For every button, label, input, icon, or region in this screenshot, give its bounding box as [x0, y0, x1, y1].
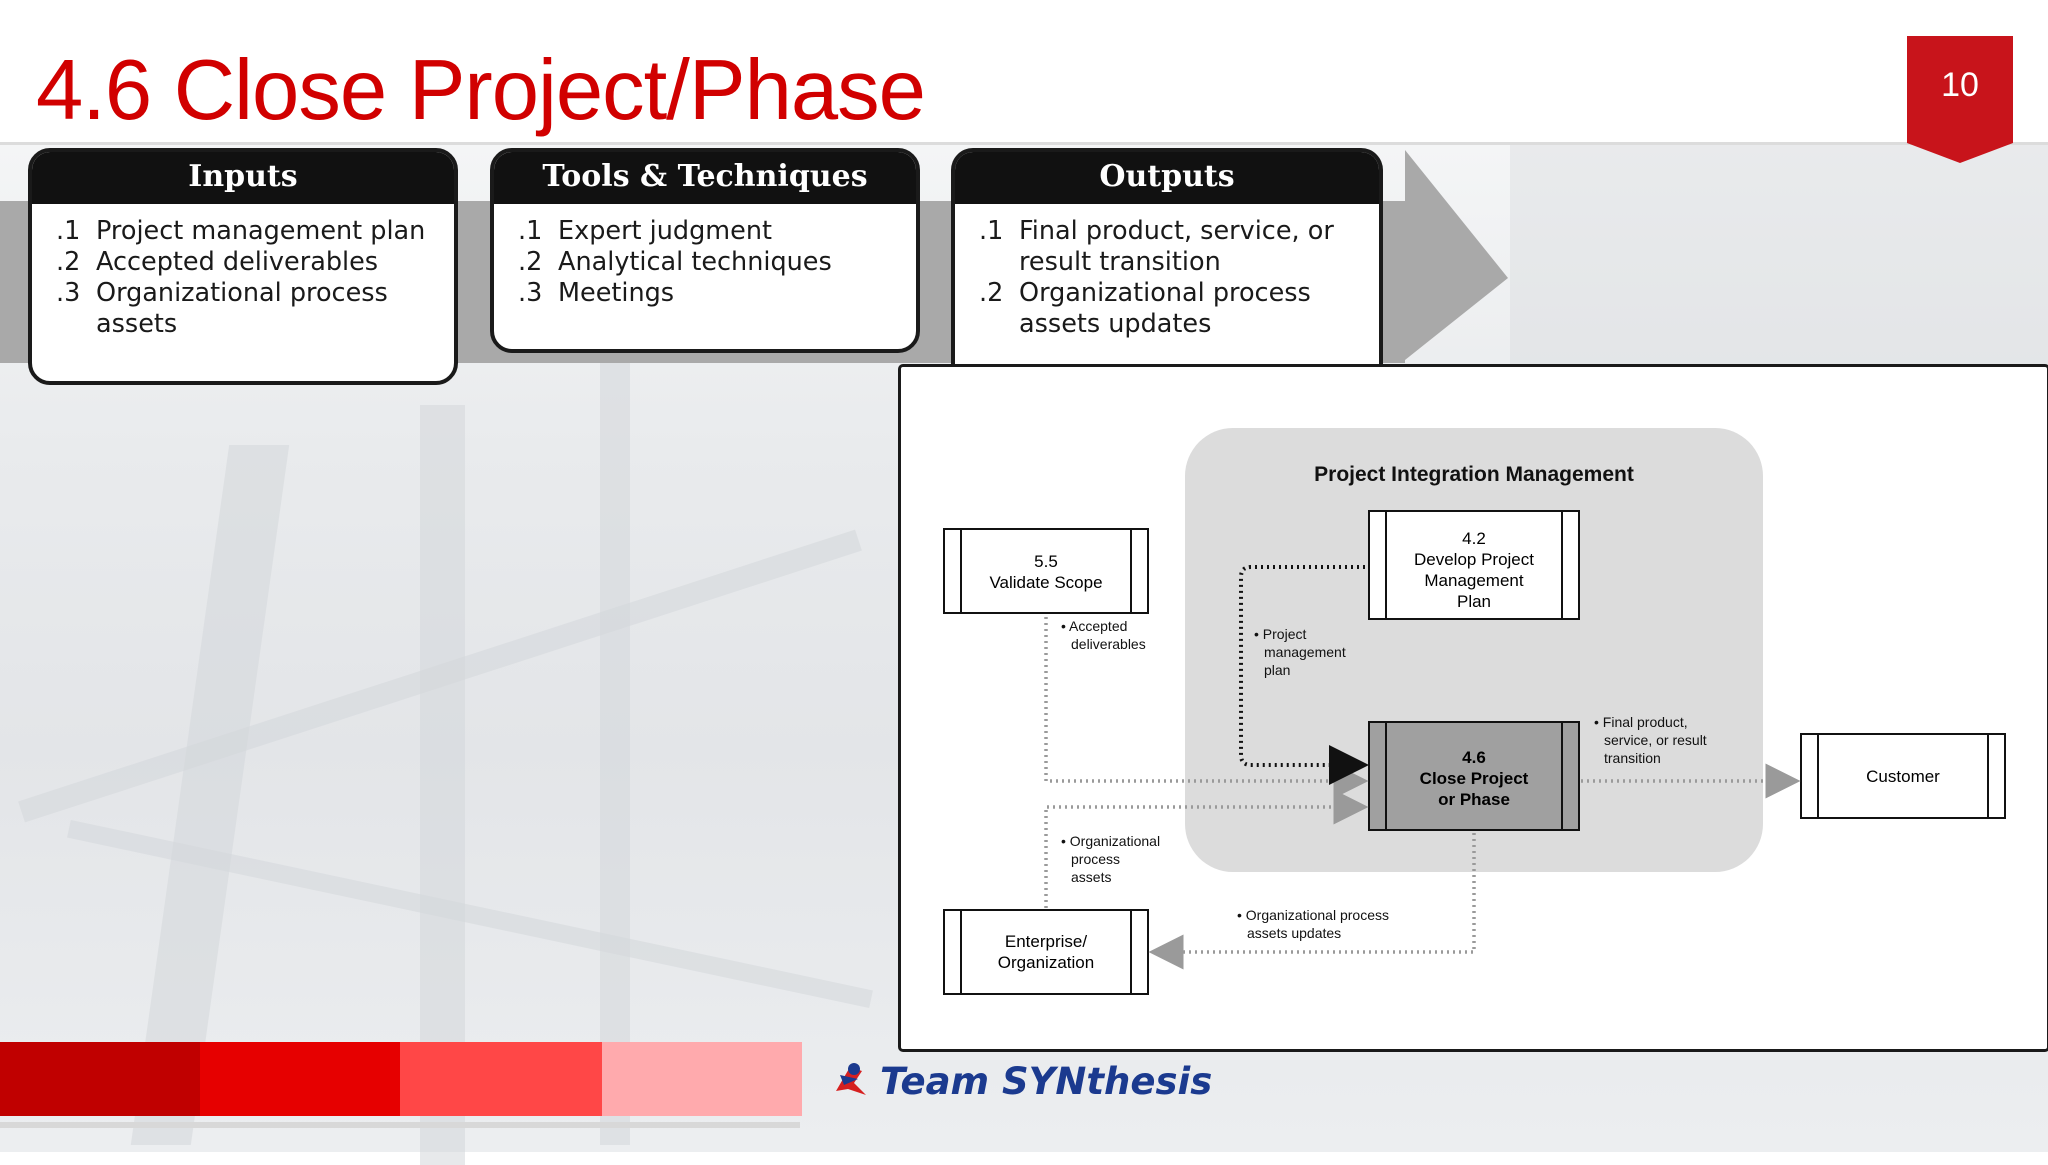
node-close-project-phase: 4.6 Close Project or Phase	[1368, 721, 1580, 831]
logo-text: Team SYNthesis	[880, 1059, 1213, 1103]
node-enterprise-organization: Enterprise/ Organization	[943, 909, 1149, 995]
label-project-management-plan: • Project management plan	[1254, 626, 1346, 678]
slide-title: 4.6 Close Project/Phase	[36, 43, 926, 138]
svg-text:transition: transition	[1604, 750, 1661, 766]
process-diagram: Project Integration Management 5.5 Valid…	[943, 428, 2006, 995]
label-opa-updates: • Organizational process assets updates	[1237, 907, 1389, 941]
svg-text:service, or result: service, or result	[1604, 732, 1707, 748]
svg-text:assets: assets	[1071, 869, 1111, 885]
svg-text:Enterprise/: Enterprise/	[1005, 932, 1087, 951]
superhero-icon	[836, 1063, 866, 1095]
svg-text:plan: plan	[1264, 662, 1290, 678]
node-customer: Customer	[1800, 733, 2006, 819]
svg-text:• Project: • Project	[1254, 626, 1306, 642]
svg-text:4.6: 4.6	[1462, 748, 1486, 767]
footer-divider	[0, 1122, 800, 1128]
svg-text:Validate Scope: Validate Scope	[989, 573, 1102, 592]
page-number-badge: 10	[1907, 36, 2013, 163]
tools-header: Tools & Techniques	[494, 152, 916, 204]
label-org-process-assets: • Organizational process assets	[1061, 833, 1160, 885]
node-develop-pm-plan: 4.2 Develop Project Management Plan	[1368, 510, 1580, 620]
svg-text:Customer: Customer	[1866, 767, 1940, 786]
label-final-product: • Final product, service, or result tran…	[1594, 714, 1707, 766]
node-validate-scope: 5.5 Validate Scope	[943, 528, 1149, 614]
svg-text:• Final product,: • Final product,	[1594, 714, 1688, 730]
group-title: Project Integration Management	[1314, 463, 1634, 486]
footer-block-2	[200, 1042, 400, 1116]
svg-text:Plan: Plan	[1457, 592, 1491, 611]
svg-text:or Phase: or Phase	[1438, 790, 1510, 809]
svg-text:5.5: 5.5	[1034, 552, 1058, 571]
svg-text:Develop Project: Develop Project	[1414, 550, 1534, 569]
svg-text:Organization: Organization	[998, 953, 1094, 972]
svg-text:Management: Management	[1424, 571, 1524, 590]
team-synthesis-logo: Team SYNthesis	[832, 1056, 1212, 1106]
svg-text:Close Project: Close Project	[1420, 769, 1529, 788]
inputs-header: Inputs	[32, 152, 454, 204]
svg-text:• Accepted: • Accepted	[1061, 618, 1127, 634]
svg-text:4.2: 4.2	[1462, 529, 1486, 548]
page-number: 10	[1941, 66, 1979, 104]
svg-text:• Organizational: • Organizational	[1061, 833, 1160, 849]
svg-text:management: management	[1264, 644, 1346, 660]
flow-org-process-assets	[1044, 789, 1369, 908]
label-accepted-deliverables: • Accepted deliverables	[1061, 618, 1146, 652]
footer-block-4	[602, 1042, 802, 1116]
flow-accepted-deliverables	[1044, 617, 1369, 799]
svg-text:deliverables: deliverables	[1071, 636, 1146, 652]
svg-text:assets updates: assets updates	[1247, 925, 1341, 941]
footer-block-1	[0, 1042, 200, 1116]
svg-text:• Organizational process: • Organizational process	[1237, 907, 1389, 923]
title-divider	[0, 142, 2048, 145]
outputs-header: Outputs	[955, 152, 1379, 204]
footer-block-3	[400, 1042, 602, 1116]
svg-text:process: process	[1071, 851, 1120, 867]
badge-shape	[1907, 36, 2013, 163]
process-diagram-panel: Project Integration Management 5.5 Valid…	[898, 364, 2048, 1052]
